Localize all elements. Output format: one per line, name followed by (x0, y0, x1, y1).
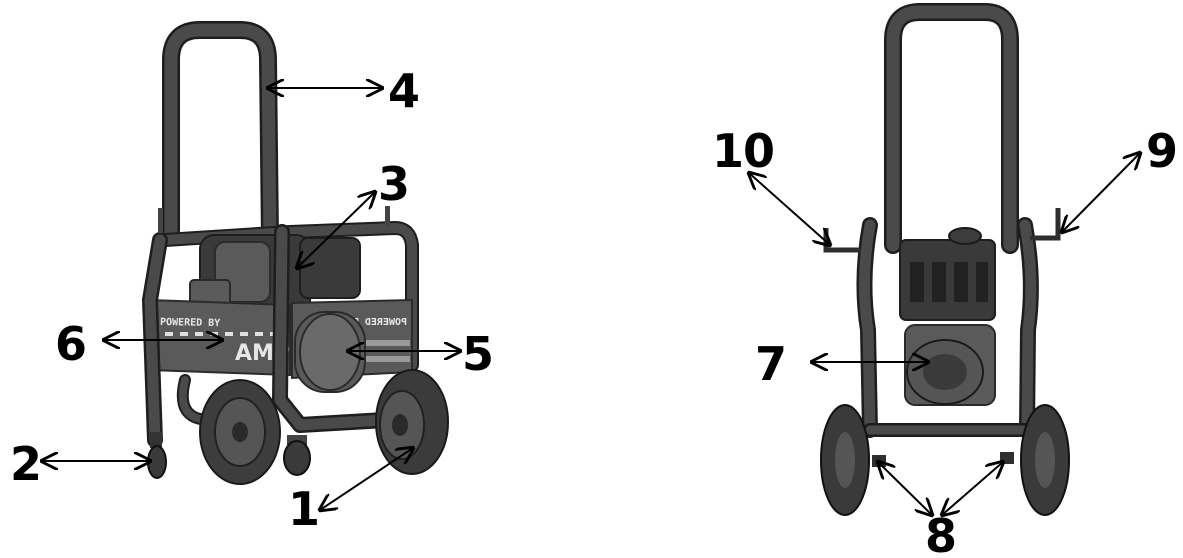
side-panel: POWERED BY AMP (149, 298, 291, 377)
fuel-tank (899, 227, 996, 321)
callout-labels: 1 2 3 4 5 6 7 8 9 10 (10, 64, 1178, 558)
handle-frame (162, 21, 279, 249)
arrow-9 (1062, 153, 1140, 232)
rear-wheel-right (375, 369, 449, 475)
arrow-8a (878, 462, 932, 515)
wheel-rear-right (1020, 404, 1070, 516)
rear-wheel-left (199, 379, 281, 485)
panel-text-right: POWERED BY (347, 317, 407, 328)
machine-rear-view (820, 3, 1070, 516)
pump-outlet (904, 324, 996, 406)
callout-8: 8 (925, 509, 956, 558)
handle-frame-rear (884, 3, 1019, 254)
wheel-rear-left (820, 404, 870, 516)
callout-9: 9 (1146, 124, 1177, 178)
callout-arrows (42, 88, 1140, 515)
caster-wheel-left (147, 432, 167, 479)
callout-7: 7 (755, 337, 786, 391)
panel-text-left: POWERED BY (160, 317, 220, 329)
callout-3: 3 (378, 157, 409, 211)
callout-4: 4 (388, 64, 419, 118)
callout-2: 2 (10, 437, 41, 491)
arrow-1 (320, 448, 413, 510)
pump (294, 311, 366, 393)
callout-10: 10 (712, 124, 774, 178)
callout-6: 6 (55, 317, 86, 371)
callout-1: 1 (288, 482, 319, 536)
caster-wheel-center (283, 435, 311, 476)
arrow-3 (297, 192, 375, 268)
arrow-8b (942, 462, 1003, 515)
arrow-10 (749, 173, 830, 245)
callout-5: 5 (462, 327, 493, 381)
